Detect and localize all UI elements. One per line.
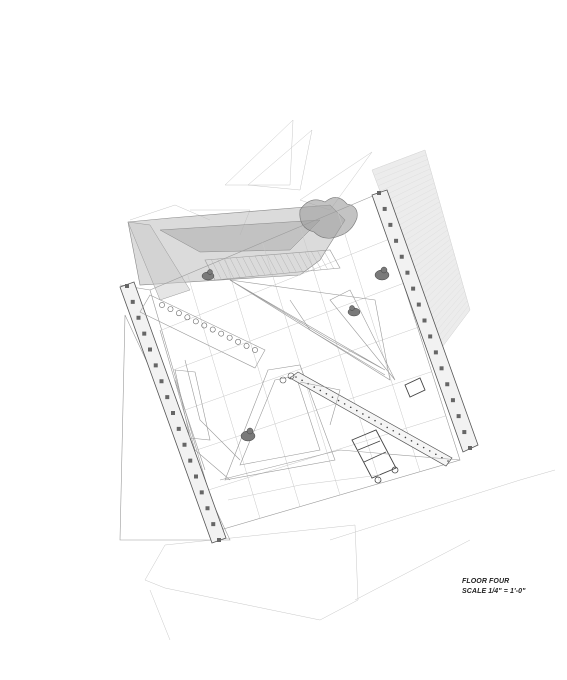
column — [439, 366, 444, 371]
column — [428, 334, 433, 339]
column — [388, 222, 393, 227]
site-context-outlines — [129, 119, 556, 641]
person-figure — [240, 427, 256, 442]
column — [159, 379, 164, 384]
column — [199, 490, 204, 495]
column — [416, 302, 421, 307]
column — [176, 426, 181, 431]
sloping-ramp-with-oculi — [139, 294, 266, 369]
column — [165, 395, 170, 400]
right-perimeter-wall — [371, 189, 479, 453]
column — [148, 347, 152, 352]
column — [194, 474, 198, 479]
column — [136, 315, 141, 320]
column — [125, 284, 129, 288]
sheet-title: FLOOR FOUR — [462, 578, 510, 585]
column — [182, 442, 187, 447]
oculus-opening — [176, 310, 182, 317]
column — [405, 270, 410, 275]
person-figure — [347, 305, 361, 317]
column — [411, 286, 416, 291]
oculus-opening — [252, 347, 258, 353]
oculus-opening — [167, 306, 174, 312]
column — [399, 254, 404, 259]
column — [462, 430, 467, 435]
column — [217, 538, 221, 542]
people-figures — [201, 266, 390, 442]
diagonal-rail — [279, 371, 453, 467]
folded-triangle-plane — [229, 279, 396, 381]
column — [433, 350, 438, 355]
oculus-opening — [235, 338, 241, 345]
inner-triangular-room — [224, 364, 336, 481]
oculus-opening — [218, 330, 225, 337]
oculus-opening — [159, 302, 165, 308]
translucent-canopy — [127, 204, 346, 301]
column — [130, 299, 135, 304]
column — [445, 382, 450, 387]
person-figure — [374, 266, 390, 281]
column — [142, 331, 147, 336]
column — [188, 458, 193, 463]
oculus-opening — [184, 314, 191, 321]
column — [394, 238, 399, 243]
small-box-right — [404, 377, 426, 398]
slab-edge-details — [219, 381, 461, 501]
oculus-opening — [243, 343, 250, 349]
column — [377, 191, 381, 195]
column — [211, 522, 216, 527]
column — [450, 398, 455, 403]
oculus-opening — [226, 334, 233, 341]
brick-wall — [371, 149, 471, 351]
person-figure — [201, 269, 215, 281]
column — [171, 411, 175, 415]
column — [422, 318, 427, 323]
left-interior-partitions — [159, 329, 241, 481]
oculus-opening — [201, 322, 208, 329]
column — [456, 414, 461, 419]
left-perimeter-wall — [119, 281, 227, 544]
column — [205, 506, 210, 511]
column — [468, 446, 472, 450]
column — [382, 206, 387, 211]
oculus-opening — [192, 318, 199, 325]
column — [153, 363, 158, 368]
oculus-opening — [209, 326, 216, 333]
scale-note: SCALE 1/4" = 1'-0" — [462, 588, 526, 595]
